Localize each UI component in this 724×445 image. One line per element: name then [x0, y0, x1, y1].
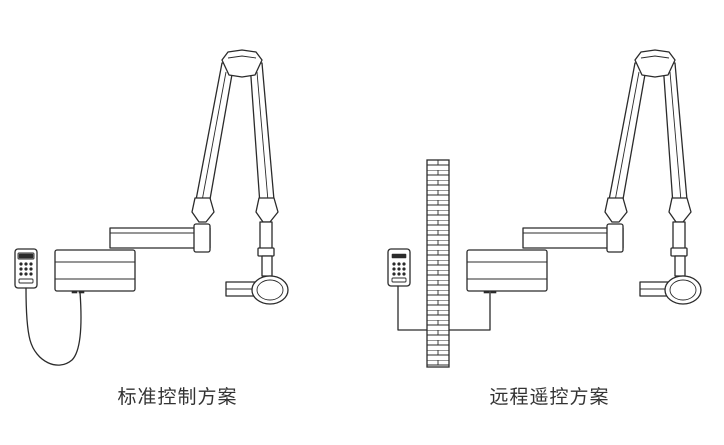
control-box-left: [54, 249, 136, 294]
standard-control-scheme: [14, 49, 289, 366]
control-box-right: [466, 249, 548, 294]
brick-wall: [426, 159, 450, 368]
horizontal-arm-left: [109, 223, 211, 253]
xray-head-right: [639, 255, 702, 305]
caption-standard-control: 标准控制方案: [117, 386, 238, 408]
coiled-cable: [25, 287, 82, 366]
caption-remote-control: 远程遥控方案: [489, 386, 610, 408]
articulated-arm-right: [604, 49, 692, 257]
remote-controller-left: [14, 248, 38, 289]
articulated-arm-left: [191, 49, 279, 257]
remote-control-scheme: [387, 49, 702, 368]
remote-controller-right: [387, 248, 411, 287]
xray-head-left: [225, 255, 289, 305]
horizontal-arm-right: [522, 223, 624, 253]
